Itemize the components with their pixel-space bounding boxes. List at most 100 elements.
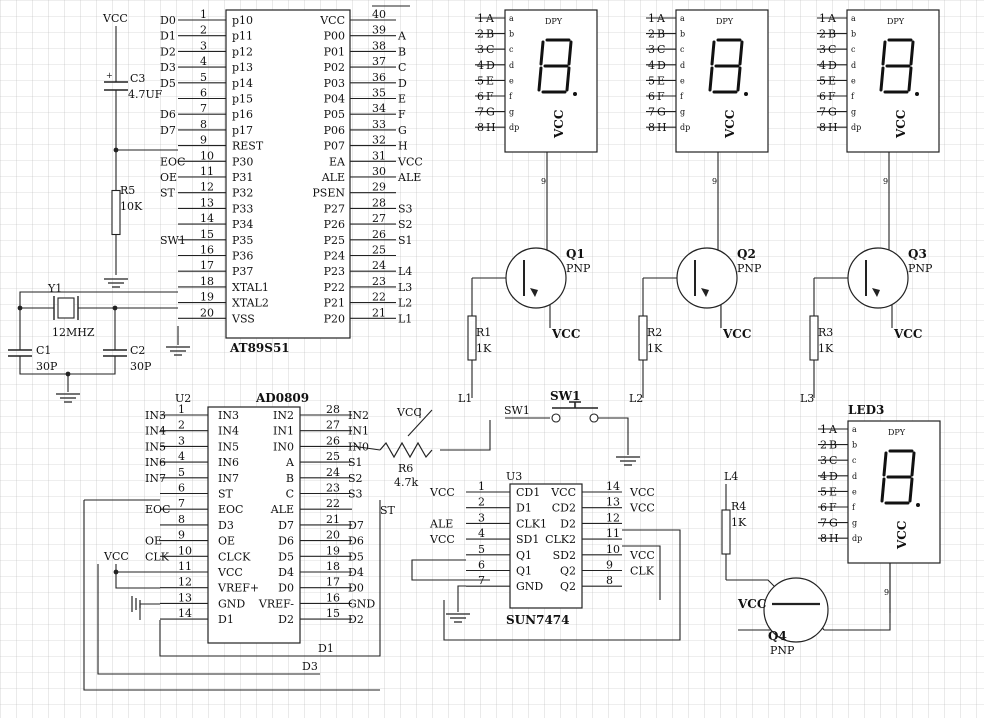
- display-net-label: F: [657, 90, 665, 103]
- adc-pin-number: 24: [326, 466, 340, 479]
- display-segment-letter: dp: [851, 123, 861, 132]
- transistor-ref: Q2: [737, 247, 756, 261]
- adc-pin-number: 2: [178, 419, 185, 432]
- display-pin-number: 1: [819, 12, 826, 25]
- d1-bus: [159, 500, 381, 657]
- mcu-pin-number: 5: [200, 71, 207, 84]
- sw1-actuator: [552, 401, 598, 409]
- mcu-pin-number: 27: [372, 212, 386, 225]
- flipflop-pin-name: CLK2: [545, 533, 576, 546]
- adc-pin-name: A: [285, 456, 295, 469]
- display-segment: [738, 40, 744, 66]
- mcu-pin-name: p15: [232, 93, 253, 106]
- base-resistor-value: 1K: [476, 342, 492, 355]
- r5-value: 10K: [120, 200, 143, 213]
- junction-dot: [112, 305, 118, 311]
- display-pin-number: 2: [648, 28, 655, 41]
- flipflop-pin-number: 6: [478, 559, 485, 572]
- display-segment-letter: b: [851, 30, 856, 39]
- display-pin-number: 5: [820, 485, 827, 498]
- mcu-pin-name: P21: [324, 297, 345, 310]
- mcu-pin-name: P01: [324, 45, 345, 58]
- display-net-label: H: [828, 121, 838, 134]
- mcu-net-label: D2: [160, 45, 176, 58]
- display-pin-number: 5: [648, 74, 655, 87]
- display-segment-letter: b: [680, 30, 685, 39]
- transistor-type: PNP: [908, 262, 933, 275]
- mcu-pin-number: 3: [200, 39, 207, 52]
- adc-pin-number: 9: [178, 529, 185, 542]
- display-net-label: A: [485, 12, 495, 25]
- display-segment-letter: b: [509, 30, 514, 39]
- r4-ref: R4: [731, 500, 746, 513]
- adc-pin-name: D5: [278, 550, 294, 563]
- mcu-pin-number: 31: [372, 149, 386, 162]
- mcu-pin-name: p12: [232, 45, 253, 58]
- adc-net-label: D5: [348, 550, 364, 563]
- adc-pin-name: IN2: [273, 409, 294, 422]
- display-dp: [916, 503, 920, 507]
- mcu-pin-number: 34: [372, 102, 386, 115]
- display-ref: LED3: [848, 403, 884, 417]
- flipflop-pin-name: SD2: [553, 549, 576, 562]
- crystal-plates: [53, 296, 79, 320]
- mcu-pin-name: p10: [232, 14, 253, 27]
- adc-pin-number: 10: [178, 544, 192, 557]
- display-net-label: B: [486, 28, 494, 41]
- display-pin-number: 3: [648, 43, 655, 56]
- display-segment-letter: g: [509, 108, 514, 117]
- transistor-arrow: [872, 288, 880, 297]
- display-segment-letter: c: [852, 456, 857, 465]
- q4-collector-wire: [824, 563, 891, 631]
- base-resistor-ref: R1: [476, 326, 491, 339]
- mcu-pin-number: 40: [372, 8, 386, 21]
- bus-d3-label: D3: [302, 660, 318, 673]
- adc-pin-number: 27: [326, 419, 340, 432]
- display-pin-number: 2: [820, 439, 827, 452]
- display-pin-number: 4: [648, 59, 655, 72]
- base-resistor: [809, 315, 819, 361]
- mcu-pin-number: 8: [200, 118, 207, 131]
- c2-capacitor: [103, 349, 127, 357]
- display-segment: [565, 66, 571, 92]
- transistor-ref: Q3: [908, 247, 927, 261]
- mcu-net-label: ST: [160, 187, 176, 200]
- display-net-label: F: [486, 90, 494, 103]
- display-pin-number: 6: [820, 501, 827, 514]
- display-net-label: D: [829, 470, 838, 483]
- display-net-label: C: [828, 43, 836, 56]
- adc-vcc-label: VCC: [103, 550, 129, 563]
- adc-pin-number: 22: [326, 497, 340, 510]
- mcu-pin-number: 30: [372, 165, 386, 178]
- display-pin-number: 3: [477, 43, 484, 56]
- adc-pin-name: GND: [218, 597, 245, 610]
- mcu-net-label: F: [398, 108, 406, 121]
- display-pin-number: 7: [819, 106, 826, 119]
- crystal-ground: [56, 393, 80, 403]
- st-bus: [83, 500, 380, 691]
- display-net-label: G: [829, 517, 838, 530]
- display-net-label: D: [486, 59, 495, 72]
- seven-segment-display: [846, 9, 940, 153]
- display-segment-letter: e: [509, 76, 514, 85]
- q4-ref: Q4: [768, 629, 787, 643]
- transistor-arrow: [530, 288, 538, 297]
- display-segment-letter: a: [680, 14, 685, 23]
- mcu-pin-name: P25: [324, 234, 345, 247]
- adc-pin-name: D6: [278, 535, 294, 548]
- base-resistor-net: L1: [458, 392, 472, 405]
- mcu-pin-name: P24: [324, 250, 345, 263]
- mcu-pin-number: 7: [200, 102, 207, 115]
- flipflop-pin-number: 10: [606, 543, 620, 556]
- mcu-pin-number: 13: [200, 196, 214, 209]
- mcu-pin-name: P32: [232, 187, 253, 200]
- display-net-label: E: [828, 74, 836, 87]
- display-segment-letter: b: [852, 441, 857, 450]
- display-net-label: H: [657, 121, 667, 134]
- display-vcc-label: VCC: [895, 521, 909, 550]
- display-segment: [880, 477, 886, 503]
- adc-net-label: S2: [348, 472, 363, 485]
- components: [8, 9, 941, 644]
- flipflop-pin-number: 5: [478, 543, 485, 556]
